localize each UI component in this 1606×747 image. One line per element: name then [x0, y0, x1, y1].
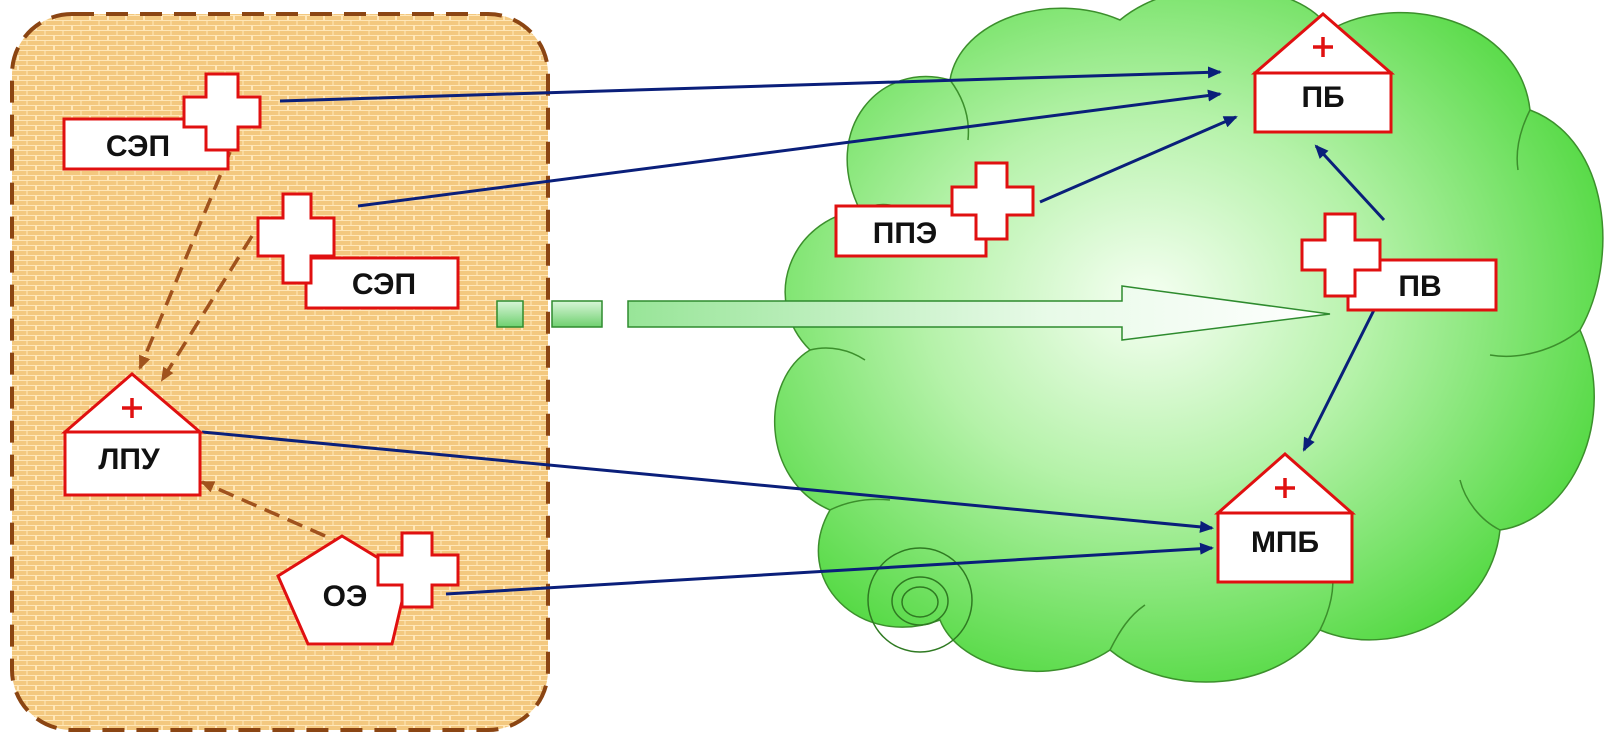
label-ppe: ППЭ [873, 217, 937, 250]
node-ppe: ППЭ [834, 161, 1035, 258]
blue-arrows [201, 66, 1386, 596]
transfer-segment-small [496, 300, 524, 328]
node-pv: ПВ [1300, 212, 1498, 312]
node-oe: ОЭ [276, 531, 460, 646]
label-mpb: МПБ [1251, 526, 1319, 559]
arrow-ppe-to-pb [1039, 115, 1238, 204]
transfer-segment-medium [551, 300, 603, 328]
node-sep-mid: СЭП [256, 192, 460, 310]
arrow-sep-top-to-pb [279, 66, 1222, 103]
label-pb: ПБ [1301, 81, 1344, 114]
arrow-pv-to-pb [1314, 144, 1386, 222]
brown-dashed-arrows [138, 151, 349, 548]
transfer-arrow [496, 285, 1331, 341]
arrow-sep-top-to-lpu [138, 151, 232, 370]
arrow-sep-mid-to-pb [357, 89, 1222, 208]
cloud [774, 0, 1604, 683]
node-lpu: ЛПУ [60, 372, 205, 497]
arrow-pv-to-mpb [1302, 289, 1386, 452]
arrow-sep-mid-to-lpu [160, 235, 254, 382]
transfer-arrow-body [627, 285, 1331, 341]
label-pv: ПВ [1398, 270, 1441, 303]
label-lpu: ЛПУ [98, 443, 160, 476]
label-sep-mid: СЭП [352, 268, 416, 301]
arrow-oe-to-lpu [200, 480, 349, 548]
node-mpb: МПБ [1214, 452, 1356, 584]
label-oe: ОЭ [323, 580, 368, 613]
arrow-oe-to-mpb [445, 542, 1214, 596]
label-sep-top: СЭП [106, 130, 170, 163]
arrow-lpu-to-mpb [201, 430, 1214, 533]
node-sep-top: СЭП [62, 72, 262, 171]
cloud-swirl [867, 547, 973, 653]
node-pb: ПБ [1250, 12, 1396, 134]
